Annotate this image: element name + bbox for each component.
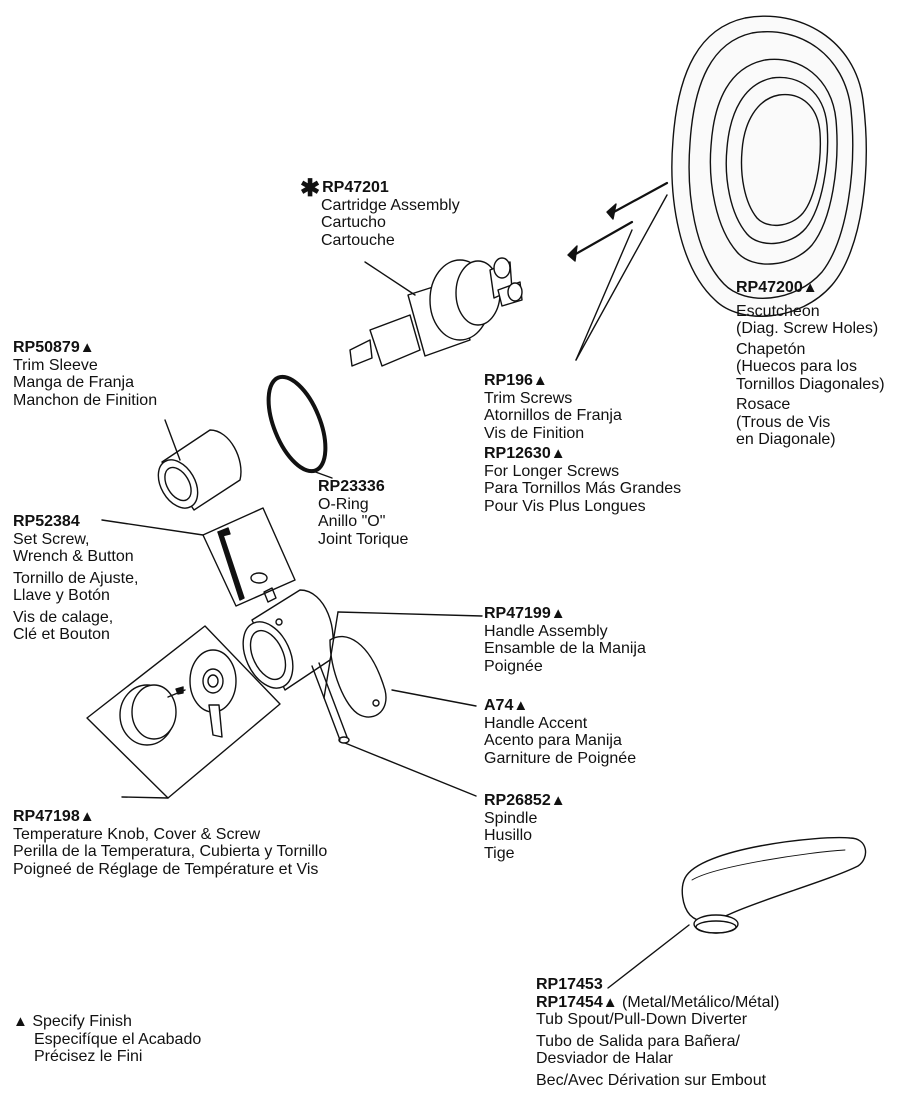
cartridge-part-number: RP47201 xyxy=(322,179,389,196)
spindle-line: Husillo xyxy=(484,827,533,844)
finish-triangle: ▲ xyxy=(79,339,95,356)
cartridge-desc-fr: Cartouche xyxy=(321,231,395,249)
finish-triangle: ▲ xyxy=(532,372,548,389)
finish-triangle: ▲ xyxy=(13,1013,28,1030)
trim-screws-drawing xyxy=(567,181,669,361)
handle-line: Handle Assembly xyxy=(484,622,608,640)
escutcheon-line: (Trous de Vis xyxy=(736,413,831,431)
trim-sleeve-part-number: RP50879 xyxy=(13,339,80,356)
handle-drawing xyxy=(242,589,483,744)
o-ring-drawing xyxy=(266,374,333,479)
trim-sleeve-line: Trim Sleeve xyxy=(13,356,98,374)
trim-screws-line: Atornillos de Franja xyxy=(484,407,622,424)
finish-triangle: ▲ xyxy=(602,993,618,1011)
o-ring-label: RP23336 O-Ring Anillo "O" Joint Torique xyxy=(318,478,408,548)
accent-leader xyxy=(391,689,477,707)
spindle-line: Tige xyxy=(484,844,515,862)
longer-screws-line: Para Tornillos Más Grandes xyxy=(484,480,682,497)
set-screw-line: Wrench & Button xyxy=(13,548,134,565)
accent-line: Acento para Manija xyxy=(484,732,622,749)
finish-triangle: ▲ xyxy=(550,445,566,462)
set-screw-line: Tornillo de Ajuste, xyxy=(13,569,139,587)
temp-knob-line: Temperature Knob, Cover & Screw xyxy=(13,825,261,843)
finish-note-line: Précisez le Fini xyxy=(34,1048,143,1065)
star-marker: ✱ xyxy=(300,175,321,202)
escutcheon-line: Chapetón xyxy=(736,340,806,358)
o-ring-line: Joint Torique xyxy=(318,530,409,548)
escutcheon-label: RP47200▲ Escutcheon (Diag. Screw Holes) … xyxy=(736,279,885,449)
trim-sleeve-line: Manga de Franja xyxy=(13,374,134,391)
spout-label: RP17453 RP17454▲ (Metal/Metálico/Métal) … xyxy=(536,976,779,1089)
handle-line: Poignée xyxy=(484,657,543,675)
trim-sleeve-line: Manchon de Finition xyxy=(13,391,158,409)
longer-screws-line: For Longer Screws xyxy=(484,462,620,480)
accent-line: Handle Accent xyxy=(484,714,588,732)
o-ring-part-number: RP23336 xyxy=(318,478,385,495)
set-screw-part-number: RP52384 xyxy=(13,513,80,530)
longer-screws-line: Pour Vis Plus Longues xyxy=(484,497,646,515)
cartridge-desc-en: Cartridge Assembly xyxy=(321,196,460,214)
cartridge-desc-es: Cartucho xyxy=(321,214,386,231)
temp-knob-part-number: RP47198 xyxy=(13,808,80,825)
accent-label: A74▲ Handle Accent Acento para Manija Ga… xyxy=(484,697,636,767)
trim-screws-line: Vis de Finition xyxy=(484,424,585,442)
escutcheon-line: Tornillos Diagonales) xyxy=(736,375,885,393)
finish-triangle: ▲ xyxy=(550,605,566,622)
spout-line: Desviador de Halar xyxy=(536,1050,673,1067)
finish-triangle: ▲ xyxy=(79,808,95,825)
set-screw-line: Set Screw, xyxy=(13,530,90,548)
spout-part-number-2: RP17454 xyxy=(536,993,603,1011)
longer-screws-part-number: RP12630 xyxy=(484,445,551,462)
spout-line: Bec/Avec Dérivation sur Embout xyxy=(536,1071,767,1089)
handle-line: Ensamble de la Manija xyxy=(484,640,646,657)
cartridge-label: ✱RP47201 Cartridge Assembly Cartucho Car… xyxy=(300,176,460,249)
escutcheon-line: Rosace xyxy=(736,396,791,413)
set-screw-panel-drawing xyxy=(101,507,296,607)
trim-screws-label: RP196▲ Trim Screws Atornillos de Franja … xyxy=(484,372,681,515)
spout-metal-note: (Metal/Metálico/Métal) xyxy=(622,993,780,1011)
spout-line: Tubo de Salida para Bañera/ xyxy=(536,1032,740,1050)
finish-triangle: ▲ xyxy=(550,792,566,809)
trim-screws-part-number: RP196 xyxy=(484,372,533,389)
o-ring-line: O-Ring xyxy=(318,495,369,513)
handle-label: RP47199▲ Handle Assembly Ensamble de la … xyxy=(484,605,646,675)
trim-screws-line: Trim Screws xyxy=(484,389,573,407)
trim-sleeve-label: RP50879▲ Trim Sleeve Manga de Franja Man… xyxy=(13,339,157,409)
tub-spout-drawing xyxy=(607,836,867,989)
spout-part-number-1: RP17453 xyxy=(536,976,603,993)
handle-part-number: RP47199 xyxy=(484,605,551,622)
escutcheon-line: Escutcheon xyxy=(736,302,820,320)
finish-note-line: Specify Finish xyxy=(32,1013,132,1030)
temp-knob-panel-drawing xyxy=(86,625,281,799)
set-screw-line: Clé et Bouton xyxy=(13,626,110,643)
trim-sleeve-drawing xyxy=(157,419,242,511)
set-screw-label: RP52384 Set Screw, Wrench & Button Torni… xyxy=(13,513,138,644)
finish-triangle: ▲ xyxy=(802,279,818,296)
temp-knob-line: Perilla de la Temperatura, Cubierta y To… xyxy=(13,843,328,860)
finish-triangle: ▲ xyxy=(513,697,529,714)
spindle-label: RP26852▲ Spindle Husillo Tige xyxy=(484,792,566,862)
cartridge-drawing xyxy=(349,257,523,367)
temp-knob-label: RP47198▲ Temperature Knob, Cover & Screw… xyxy=(13,808,327,878)
escutcheon-part-number: RP47200 xyxy=(736,279,803,296)
escutcheon-line: (Diag. Screw Holes) xyxy=(736,320,879,337)
spout-line: Tub Spout/Pull-Down Diverter xyxy=(536,1011,748,1028)
escutcheon-line: en Diagonale) xyxy=(736,431,836,448)
set-screw-line: Vis de calage, xyxy=(13,608,114,626)
escutcheon-drawing xyxy=(671,15,867,317)
finish-note-line: Especifíque el Acabado xyxy=(34,1030,202,1048)
spindle-line: Spindle xyxy=(484,809,538,827)
accent-line: Garniture de Poignée xyxy=(484,749,637,767)
accent-part-number: A74 xyxy=(484,697,514,714)
o-ring-line: Anillo "O" xyxy=(318,513,386,530)
set-screw-line: Llave y Botón xyxy=(13,587,110,604)
temp-knob-line: Poigneé de Réglage de Température et Vis xyxy=(13,860,319,878)
spindle-leader xyxy=(344,742,477,797)
escutcheon-line: (Huecos para los xyxy=(736,358,857,375)
spindle-part-number: RP26852 xyxy=(484,792,551,809)
finish-note: ▲ Specify Finish Especifíque el Acabado … xyxy=(13,1013,201,1066)
